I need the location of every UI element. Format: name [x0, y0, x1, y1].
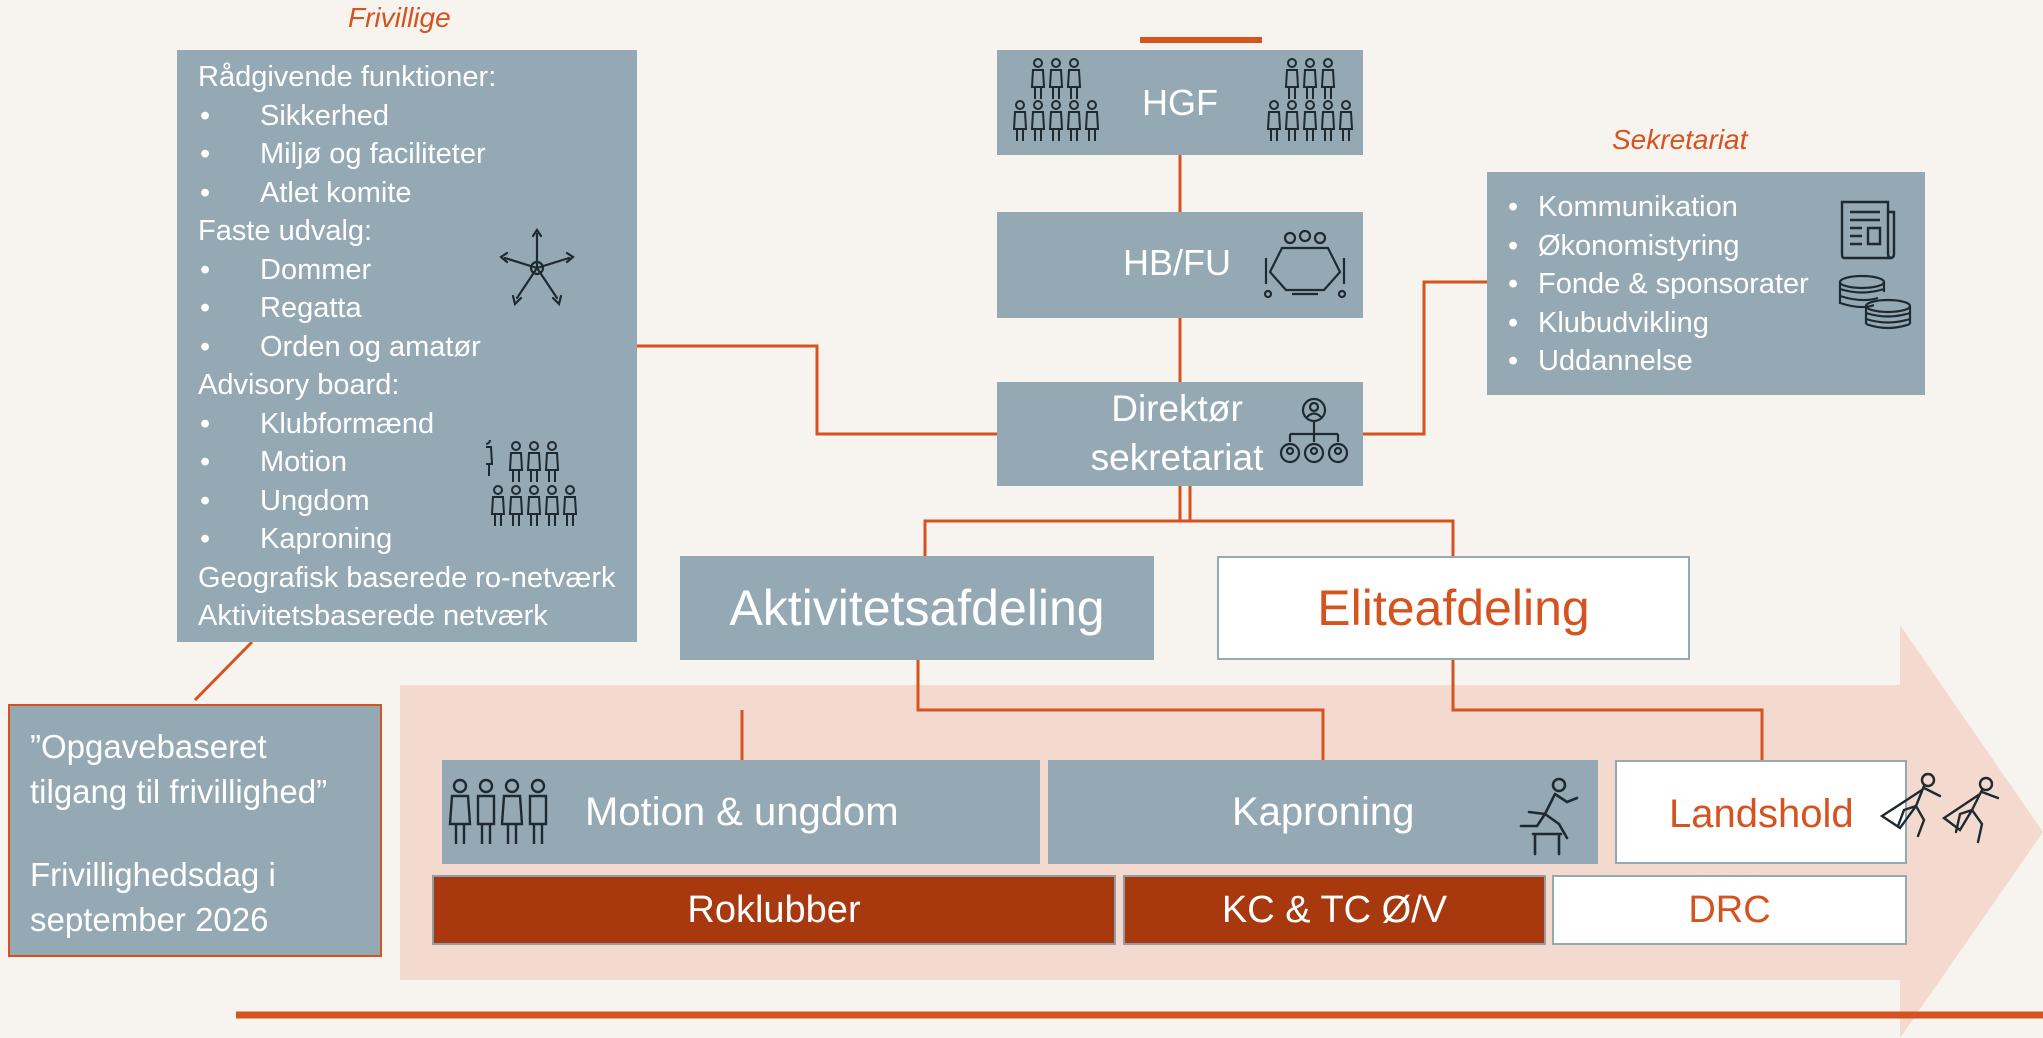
superhero-icon	[1879, 772, 2000, 844]
activity-department-box: Aktivitetsafdeling	[680, 556, 1154, 660]
list-item: Klubformænd	[198, 405, 637, 444]
committees-heading: Faste udvalg:	[198, 215, 373, 247]
list-item: Uddannelse	[1506, 342, 1925, 381]
drc-box: DRC	[1552, 875, 1907, 945]
board-list: Klubformænd Motion Ungdom Kaproning	[198, 405, 637, 559]
kc-tc-label: KC & TC Ø/V	[1221, 888, 1448, 931]
kc-tc-box: KC & TC Ø/V	[1123, 875, 1546, 945]
board-heading: Advisory board:	[198, 369, 400, 401]
activity-department-label: Aktivitetsafdeling	[729, 580, 1105, 636]
hurdler-icon	[1519, 777, 1579, 856]
committees-list: Dommer Regatta Orden og amatør	[198, 251, 637, 367]
people-group-icon	[1012, 58, 1100, 141]
elite-department-box: Eliteafdeling	[1217, 556, 1690, 660]
people-group-icon	[1266, 58, 1354, 141]
org-chart-icon	[1279, 397, 1349, 464]
list-item: Regatta	[198, 289, 637, 328]
people-group-icon	[486, 440, 578, 526]
list-item: Motion	[198, 443, 637, 482]
volunteer-callout: ”Opgavebaseret tilgang til frivillighed”…	[8, 704, 382, 957]
secretariat-title: Sekretariat	[1612, 124, 1748, 155]
director-label: Direktør sekretariat	[1090, 388, 1264, 478]
list-item: Miljø og faciliteter	[198, 135, 637, 174]
list-item: Kommunikation	[1506, 188, 1925, 227]
secretariat-list: Kommunikation Økonomistyring Fonde & spo…	[1506, 188, 1925, 381]
national-team-box: Landshold	[1615, 760, 1907, 864]
newspaper-icon	[1840, 200, 1896, 260]
elite-department-label: Eliteafdeling	[1317, 580, 1590, 636]
drc-label: DRC	[1688, 888, 1771, 931]
list-item: Dommer	[198, 251, 637, 290]
people-in-circle-icon	[499, 228, 575, 307]
people-group-icon	[448, 778, 548, 844]
list-item: Kaproning	[198, 520, 637, 559]
list-item: Økonomistyring	[1506, 227, 1925, 266]
secretariat-box: Kommunikation Økonomistyring Fonde & spo…	[1487, 172, 1925, 395]
list-item: Ungdom	[198, 482, 637, 521]
coins-icon	[1838, 274, 1912, 330]
volunteers-box: Rådgivende funktioner: Sikkerhed Miljø o…	[177, 50, 637, 642]
network-line: Aktivitetsbaserede netværk	[198, 600, 548, 632]
racing-label: Kaproning	[1232, 790, 1415, 834]
hbfu-label: HB/FU	[1123, 242, 1231, 283]
advisory-heading: Rådgivende funktioner:	[198, 61, 497, 93]
advisory-list: Sikkerhed Miljø og faciliteter Atlet kom…	[198, 97, 637, 213]
list-item: Orden og amatør	[198, 328, 637, 367]
list-item: Fonde & sponsorater	[1506, 265, 1925, 304]
callout-quote: ”Opgavebaseret tilgang til frivillighed”	[30, 728, 328, 810]
hgf-label: HGF	[1142, 81, 1218, 123]
motion-youth-box: Motion & ungdom	[442, 760, 1040, 864]
rowing-clubs-label: Roklubber	[687, 888, 861, 931]
meeting-table-icon	[1263, 229, 1347, 299]
hbfu-box: HB/FU	[997, 212, 1363, 318]
callout-day: Frivillighedsdag i september 2026	[30, 856, 276, 938]
network-line: Geografisk baserede ro-netværk	[198, 561, 616, 594]
volunteers-title: Frivillige	[348, 2, 451, 33]
list-item: Atlet komite	[198, 174, 637, 213]
rowing-clubs-box: Roklubber	[432, 875, 1116, 945]
motion-youth-label: Motion & ungdom	[585, 790, 899, 834]
list-item: Klubudvikling	[1506, 304, 1925, 343]
list-item: Sikkerhed	[198, 97, 637, 136]
racing-box: Kaproning	[1048, 760, 1598, 864]
national-team-label: Landshold	[1669, 792, 1854, 836]
